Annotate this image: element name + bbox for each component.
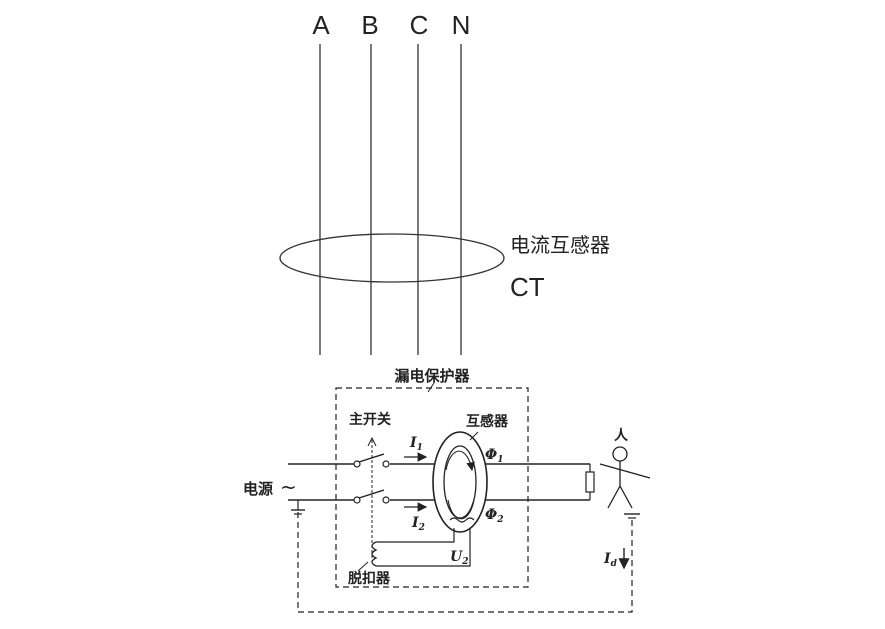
protector-label: 漏电保护器	[394, 367, 470, 385]
protector-boundary	[335, 387, 529, 588]
person-figure	[599, 446, 651, 519]
trip-label: 脱扣器	[348, 570, 391, 587]
rcd-schematic: 漏电保护器 电源 ~ 主开关 I1	[243, 367, 651, 613]
phase-n-label: N	[452, 10, 471, 40]
trip-coil	[371, 541, 378, 567]
toroid-inner	[443, 445, 477, 519]
current-transformer-ring	[279, 233, 505, 283]
trip-wire-2	[376, 528, 471, 567]
phase-a-label: A	[312, 10, 330, 40]
protector-leader	[427, 382, 435, 393]
ct-abbr-label: CT	[510, 272, 545, 302]
source-symbol: ~	[280, 475, 297, 499]
trip-leader	[357, 561, 369, 572]
person-head	[612, 446, 628, 462]
person-leg-right	[619, 485, 633, 509]
phase-b-label: B	[361, 10, 378, 40]
person-leg-left	[607, 485, 621, 509]
ground-return-path	[297, 512, 633, 613]
person-arms	[599, 463, 651, 479]
switch-2-blade	[358, 489, 385, 499]
main-switch-label: 主开关	[349, 411, 391, 428]
switch-2-contact-b	[382, 496, 390, 504]
ct-diagram: A B C N 电流互感器 CT	[279, 10, 610, 355]
flux-1-arrow	[445, 450, 475, 472]
i2-label: I2	[411, 515, 425, 533]
secondary-winding	[449, 517, 475, 523]
trip-wire-1	[376, 528, 455, 543]
switch-linkage-arrow	[367, 436, 377, 447]
transformer-label: 互感器	[466, 413, 509, 430]
transformer-leader	[469, 431, 479, 441]
main-switch	[353, 436, 390, 560]
load-resistor	[585, 471, 595, 493]
flux-2-arc	[447, 499, 475, 520]
phi2-label: Φ2	[485, 507, 503, 525]
phase-c-label: C	[410, 10, 429, 40]
person-label: 人	[614, 427, 629, 444]
source-label: 电源	[243, 480, 273, 498]
phi1-label: Φ1	[485, 447, 503, 465]
i1-label: I1	[409, 435, 423, 453]
u2-label: U2	[450, 549, 468, 567]
zero-sequence-transformer	[432, 431, 488, 533]
switch-1-contact-b	[382, 460, 390, 468]
id-label: Id	[603, 551, 618, 569]
ct-name-label: 电流互感器	[510, 233, 610, 257]
switch-2-contact-a	[353, 496, 361, 504]
switch-1-contact-a	[353, 460, 361, 468]
